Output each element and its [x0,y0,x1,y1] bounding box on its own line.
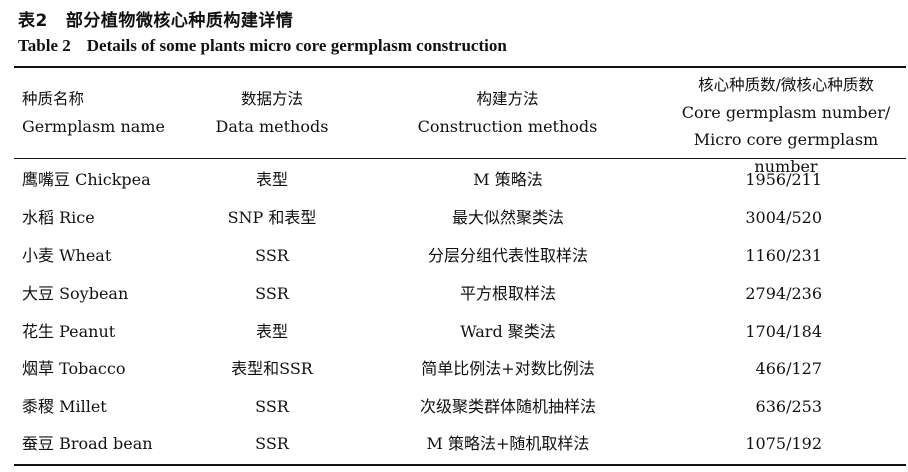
header-construction-methods-cn: 构建方法 [476,90,539,108]
germplasm-number-cell: 1075/192 [745,434,822,453]
table-label-chinese: 表2 [18,11,48,31]
data-method-cell: 表型 [255,170,288,189]
table-caption-chinese: 表2 部分植物微核心种质构建详情 [18,6,293,31]
header-data-methods-en: Data methods [215,117,329,136]
table-top-rule [14,66,906,68]
table-row: 大豆 Soybean SSR 平方根取样法 2794/236 [0,275,908,313]
header-germplasm-number: 核心种质数/微核心种质数 Core germplasm number/ Micr… [668,72,904,180]
germplasm-number-cell: 1704/184 [745,322,822,341]
table-row: 小麦 Wheat SSR 分层分组代表性取样法 1160/231 [0,237,908,275]
table-row: 黍稷 Millet SSR 次级聚类群体随机抽样法 636/253 [0,388,908,426]
germplasm-name-cell: 大豆 Soybean [22,284,129,303]
construction-method-cell: Ward 聚类法 [460,322,556,341]
table-row: 蚕豆 Broad bean SSR M 策略法+随机取样法 1075/192 [0,425,908,463]
germplasm-name-cell: 小麦 Wheat [22,246,112,265]
germplasm-name-cell: 水稻 Rice [22,208,95,227]
data-method-cell: 表型 [255,322,288,341]
header-germplasm-name: 种质名称 Germplasm name [22,86,165,140]
germplasm-number-cell: 636/253 [755,397,822,416]
germplasm-number-cell: 1956/211 [745,170,822,189]
header-germplasm-number-cn: 核心种质数/微核心种质数 [698,76,874,94]
construction-method-cell: M 策略法 [473,170,543,189]
header-germplasm-number-en-1: Core germplasm number/ [681,103,891,122]
table-row: 花生 Peanut 表型 Ward 聚类法 1704/184 [0,313,908,351]
data-method-cell: SSR [255,397,289,416]
construction-method-cell: 最大似然聚类法 [451,208,564,227]
construction-method-cell: 平方根取样法 [459,284,556,303]
table-title-chinese: 部分植物微核心种质构建详情 [65,11,294,31]
table-header-rule [14,158,906,159]
table-caption-english: Table 2 Details of some plants micro core… [18,36,507,56]
germplasm-name-cell: 鹰嘴豆 Chickpea [22,170,151,189]
header-construction-methods: 构建方法 Construction methods [405,86,610,140]
table-label-english: Table 2 [18,36,71,55]
construction-method-cell: M 策略法+随机取样法 [426,434,590,453]
table-row: 水稻 Rice SNP 和表型 最大似然聚类法 3004/520 [0,199,908,237]
germplasm-number-cell: 2794/236 [745,284,822,303]
germplasm-number-cell: 3004/520 [745,208,822,227]
germplasm-name-cell: 蚕豆 Broad bean [22,434,153,453]
header-germplasm-name-en: Germplasm name [22,117,165,136]
table-title-english: Details of some plants micro core germpl… [86,36,507,55]
table-row: 鹰嘴豆 Chickpea 表型 M 策略法 1956/211 [0,161,908,199]
germplasm-name-cell: 黍稷 Millet [22,397,107,416]
data-method-cell: SNP 和表型 [227,208,317,227]
header-construction-methods-en: Construction methods [417,117,598,136]
data-method-cell: SSR [255,434,289,453]
data-method-cell: 表型和SSR [231,359,313,378]
header-data-methods: 数据方法 Data methods [210,86,334,140]
construction-method-cell: 简单比例法+对数比例法 [421,359,595,378]
germplasm-name-cell: 花生 Peanut [22,322,116,341]
header-germplasm-number-en-2: Micro core germplasm number [693,130,879,176]
table-row: 烟草 Tobacco 表型和SSR 简单比例法+对数比例法 466/127 [0,350,908,388]
germplasm-name-cell: 烟草 Tobacco [22,359,126,378]
data-method-cell: SSR [255,284,289,303]
construction-method-cell: 分层分组代表性取样法 [427,246,588,265]
germplasm-number-cell: 466/127 [755,359,822,378]
germplasm-number-cell: 1160/231 [745,246,822,265]
table-bottom-rule [14,464,906,466]
header-data-methods-cn: 数据方法 [240,90,303,108]
data-method-cell: SSR [255,246,289,265]
header-germplasm-name-cn: 种质名称 [22,90,85,108]
construction-method-cell: 次级聚类群体随机抽样法 [419,397,596,416]
